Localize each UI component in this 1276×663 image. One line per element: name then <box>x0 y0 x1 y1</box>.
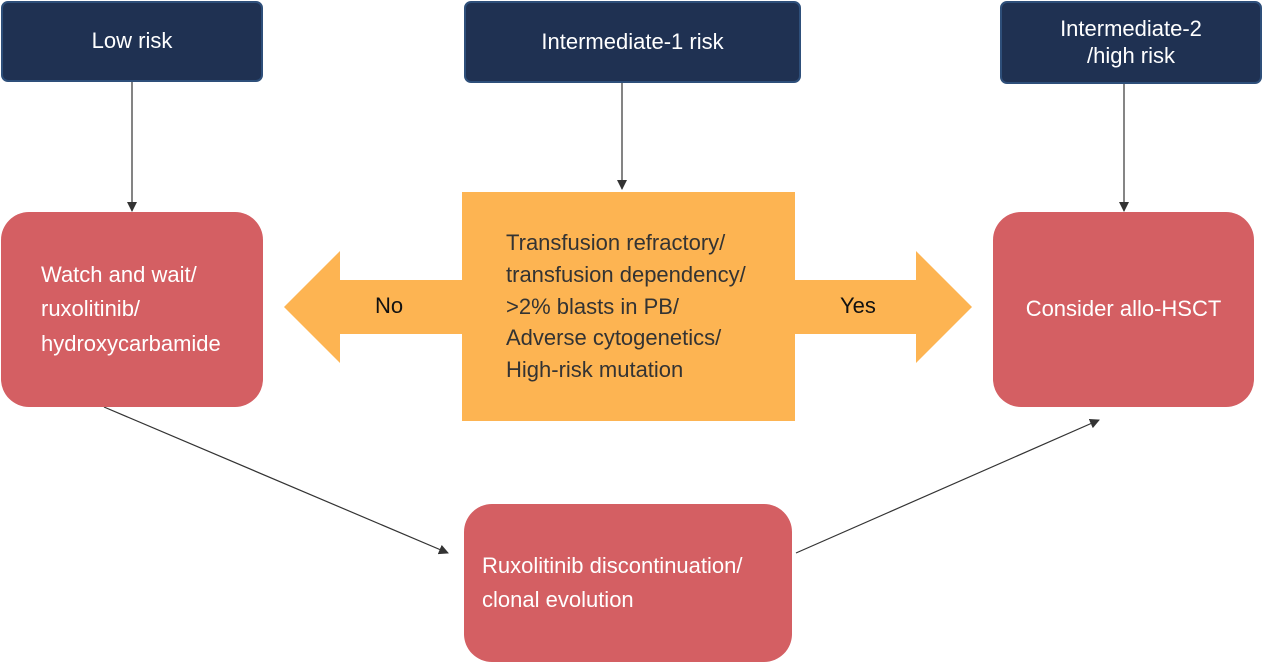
watch-and-wait-box: Watch and wait/ ruxolitinib/ hydroxycarb… <box>1 212 263 407</box>
arrow-watch-to-discontinuation <box>103 406 449 555</box>
high-risk-criteria-box: Transfusion refractory/ transfusion depe… <box>462 192 795 421</box>
ruxolitinib-discontinuation-text: Ruxolitinib discontinuation/ clonal evol… <box>482 552 743 612</box>
intermediate-2-high-risk-box: Intermediate-2 /high risk <box>1000 1 1262 84</box>
allo-hsct-box: Consider allo-HSCT <box>993 212 1254 407</box>
low-risk-label: Low risk <box>91 28 173 54</box>
ruxolitinib-discontinuation-box: Ruxolitinib discontinuation/ clonal evol… <box>464 504 792 662</box>
no-arrow-shape <box>284 251 462 363</box>
yes-label: Yes <box>840 293 876 318</box>
intermediate-2-high-risk-label: Intermediate-2 /high risk <box>1060 16 1202 68</box>
intermediate-1-risk-label: Intermediate-1 risk <box>541 28 724 54</box>
high-risk-criteria-text: Transfusion refractory/ transfusion depe… <box>506 229 746 383</box>
no-label: No <box>375 293 404 318</box>
allo-hsct-text: Consider allo-HSCT <box>1025 296 1222 322</box>
arrow-discontinuation-to-allo <box>795 419 1100 554</box>
low-risk-box: Low risk <box>1 1 263 82</box>
yes-arrow-shape <box>794 251 972 363</box>
watch-and-wait-text: Watch and wait/ ruxolitinib/ hydroxycarb… <box>41 262 221 356</box>
intermediate-1-risk-box: Intermediate-1 risk <box>464 1 801 83</box>
